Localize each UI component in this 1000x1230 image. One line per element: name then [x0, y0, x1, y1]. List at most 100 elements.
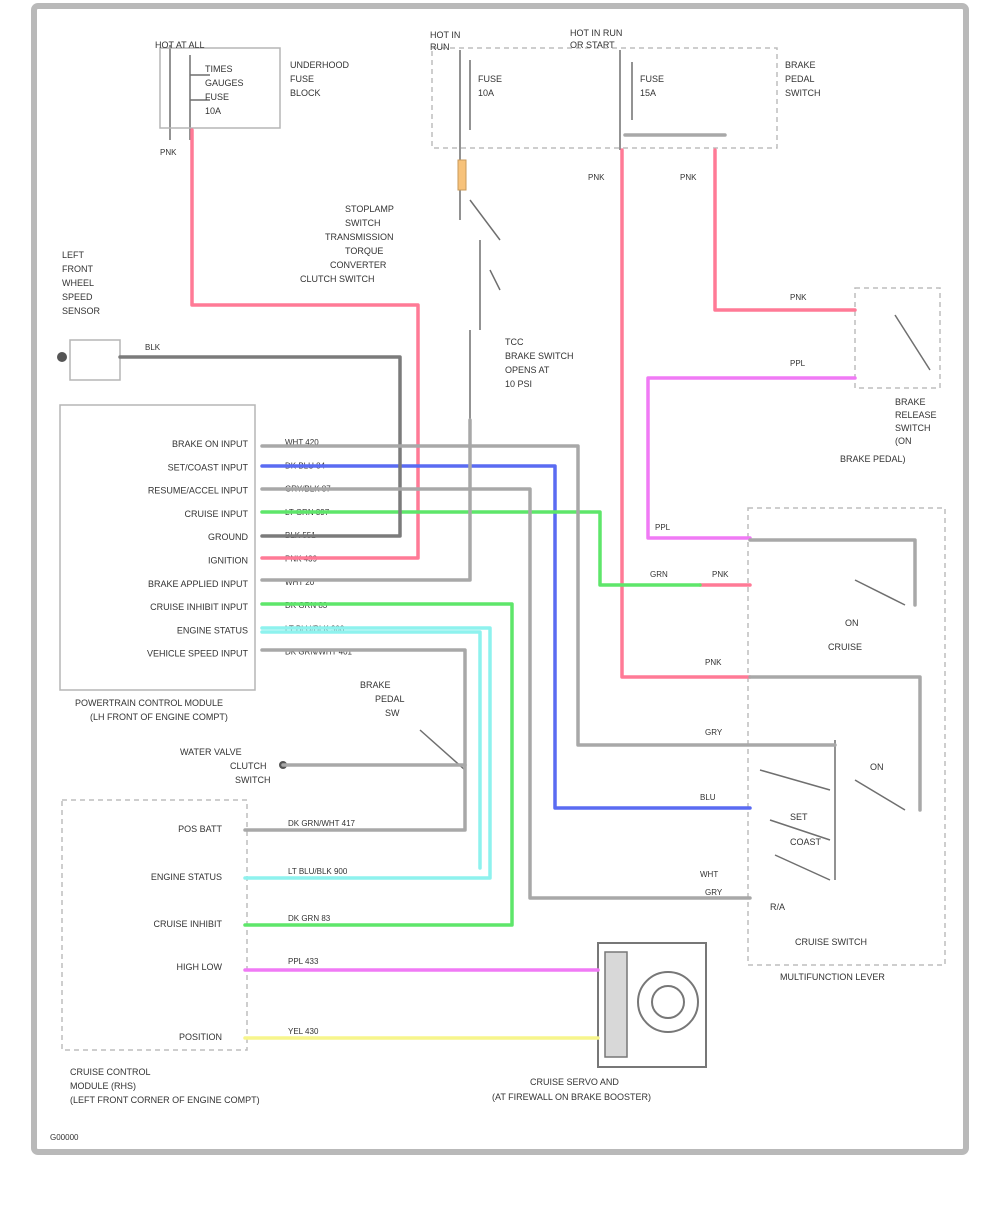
clutch-switch: BRAKE PEDAL SW WATER VALVE CLUTCH SWITCH: [180, 680, 466, 785]
multifunction-switch: ON CRUISE ON SET COAST R/A CRUISE SWITCH…: [650, 507, 946, 982]
brake-release-switch: BRAKE RELEASE SWITCH (ON BRAKE PEDAL) PN…: [790, 287, 941, 464]
ccm-wire-2: LT BLU/BLK 900: [288, 867, 348, 876]
wire-red-brake: [713, 148, 857, 312]
stoplamp-switch: STOPLAMP SWITCH TRANSMISSION TORQUE CONV…: [300, 199, 574, 420]
fuse-block-left-2: FUSE: [290, 74, 314, 84]
fuse-center-label-1: HOT IN: [430, 30, 460, 40]
pcm-pin-6: IGNITION: [208, 556, 248, 566]
wire-code-6: PPL: [790, 359, 806, 368]
wire-code-8: GRN: [650, 570, 668, 579]
cruise-servo: CRUISE SERVO AND (AT FIREWALL ON BRAKE B…: [492, 942, 707, 1102]
ccm-pin-1: POS BATT: [178, 824, 222, 834]
fuse-block-left-3: BLOCK: [290, 88, 321, 98]
sw-set: SET: [790, 812, 808, 822]
sw-coast: COAST: [790, 837, 822, 847]
wire-code-1: PNK: [160, 148, 177, 157]
pcm-wire-10: DK GRN/WHT 401: [285, 648, 353, 657]
ccm-wire-5: YEL 430: [288, 1027, 319, 1036]
pcm-pin-2: SET/COAST INPUT: [168, 462, 249, 472]
brs-label-3: SWITCH: [895, 423, 931, 433]
water-valve-2: CLUTCH: [230, 761, 267, 771]
wire-gray-speed: [243, 648, 467, 832]
stoplamp-label-5: CONVERTER: [330, 260, 387, 270]
sw-ra: R/A: [770, 902, 785, 912]
wire-cyan-status: [243, 626, 492, 880]
clutch-label-2: PEDAL: [375, 694, 405, 704]
ccm-wire-4: PPL 433: [288, 957, 319, 966]
servo-motor: [637, 971, 699, 1033]
fuse-block-left-1: UNDERHOOD: [290, 60, 350, 70]
pcm-pin-3: RESUME/ACCEL INPUT: [148, 486, 249, 496]
ccm-pin-3: CRUISE INHIBIT: [153, 919, 222, 929]
pcm-title-1: POWERTRAIN CONTROL MODULE: [75, 698, 223, 708]
wire-green-cruise: [260, 510, 702, 587]
clutch-label-1: BRAKE: [360, 680, 391, 690]
tcc-label-1: TCC: [505, 337, 524, 347]
wires: [118, 128, 922, 1040]
wire-code-5: PNK: [790, 293, 807, 302]
lfs-label-4: SPEED: [62, 292, 93, 302]
fuse-center-label-2: RUN: [430, 42, 450, 52]
fuse-block-center: HOT IN RUN FUSE 10A HOT IN RUN OR START …: [430, 28, 821, 220]
cruise-switch-label: CRUISE SWITCH: [795, 937, 867, 947]
pcm-pin-8: CRUISE INHIBIT INPUT: [150, 602, 248, 612]
stoplamp-label-2: SWITCH: [345, 218, 381, 228]
multifunction-label: MULTIFUNCTION LEVER: [780, 972, 885, 982]
fuse-block-left: HOT AT ALL TIMES GAUGES FUSE 10A UNDERHO…: [155, 40, 350, 157]
left-front-sensor: LEFT FRONT WHEEL SPEED SENSOR BLK: [57, 250, 161, 381]
wire-gray-feed: [260, 418, 472, 582]
fuse-element: [457, 159, 467, 191]
pcm-pin-10: VEHICLE SPEED INPUT: [147, 649, 249, 659]
ccm-pin-5: POSITION: [179, 1032, 222, 1042]
servo-hub: [651, 985, 685, 1019]
pcm-wire-7: WHT 20: [285, 578, 315, 587]
water-valve-3: SWITCH: [235, 775, 271, 785]
pcm-pin-4: CRUISE INPUT: [184, 509, 248, 519]
brs-label-1: BRAKE: [895, 397, 926, 407]
sw-on-1: ON: [845, 618, 859, 628]
sensor-ground-dot: [57, 352, 67, 362]
stoplamp-label-4: TORQUE: [345, 246, 383, 256]
lfs-label-1: LEFT: [62, 250, 85, 260]
wire-gray-cruise-top: [748, 538, 917, 607]
fuse-left-label-2: TIMES: [205, 64, 233, 74]
pcm-wire-1: WHT 420: [285, 438, 319, 447]
wire-blue-set: [260, 464, 752, 810]
pcm-pin-5: GROUND: [208, 532, 248, 542]
wire-gray-white: [260, 444, 837, 747]
lfs-label-5: SENSOR: [62, 306, 101, 316]
brake-pedal-sw-2: PEDAL: [785, 74, 815, 84]
brs-label-2: RELEASE: [895, 410, 937, 420]
servo-connector: [604, 951, 628, 1058]
wire-code-2: PNK: [588, 173, 605, 182]
brs-label-4: (ON: [895, 436, 912, 446]
wire-code-7: PPL: [655, 523, 671, 532]
pcm-pin-7: BRAKE APPLIED INPUT: [148, 579, 249, 589]
pcm-pin-9: ENGINE STATUS: [177, 625, 248, 635]
ccm-title-2: MODULE (RHS): [70, 1081, 136, 1091]
wire-red-right: [620, 148, 752, 679]
servo-body: [597, 942, 707, 1068]
fuse-right-label-3: FUSE: [640, 74, 664, 84]
pcm-pin-1: BRAKE ON INPUT: [172, 439, 249, 449]
lfs-label-3: WHEEL: [62, 278, 94, 288]
figure-id: G00000: [50, 1133, 79, 1142]
fuse-left-label-3: GAUGES: [205, 78, 244, 88]
tcc-label-4: 10 PSI: [505, 379, 532, 389]
wire-gray-cruise-mid: [748, 675, 922, 812]
wire-code-9: PNK: [712, 570, 729, 579]
brs-label-5: BRAKE PEDAL): [840, 454, 906, 464]
ccm-title-1: CRUISE CONTROL: [70, 1067, 151, 1077]
fuse-center-label-4: 10A: [478, 88, 494, 98]
wire-code-11: BLU: [700, 793, 716, 802]
sw-cruise: CRUISE: [828, 642, 862, 652]
fuse-left-label-4: FUSE: [205, 92, 229, 102]
sw-on-2: ON: [870, 762, 884, 772]
wire-code-12: GRY: [705, 728, 723, 737]
brake-pedal-sw-1: BRAKE: [785, 60, 816, 70]
tcc-label-3: OPENS AT: [505, 365, 550, 375]
wire-code-13: WHT: [700, 870, 718, 879]
fuse-right-label-4: 15A: [640, 88, 656, 98]
